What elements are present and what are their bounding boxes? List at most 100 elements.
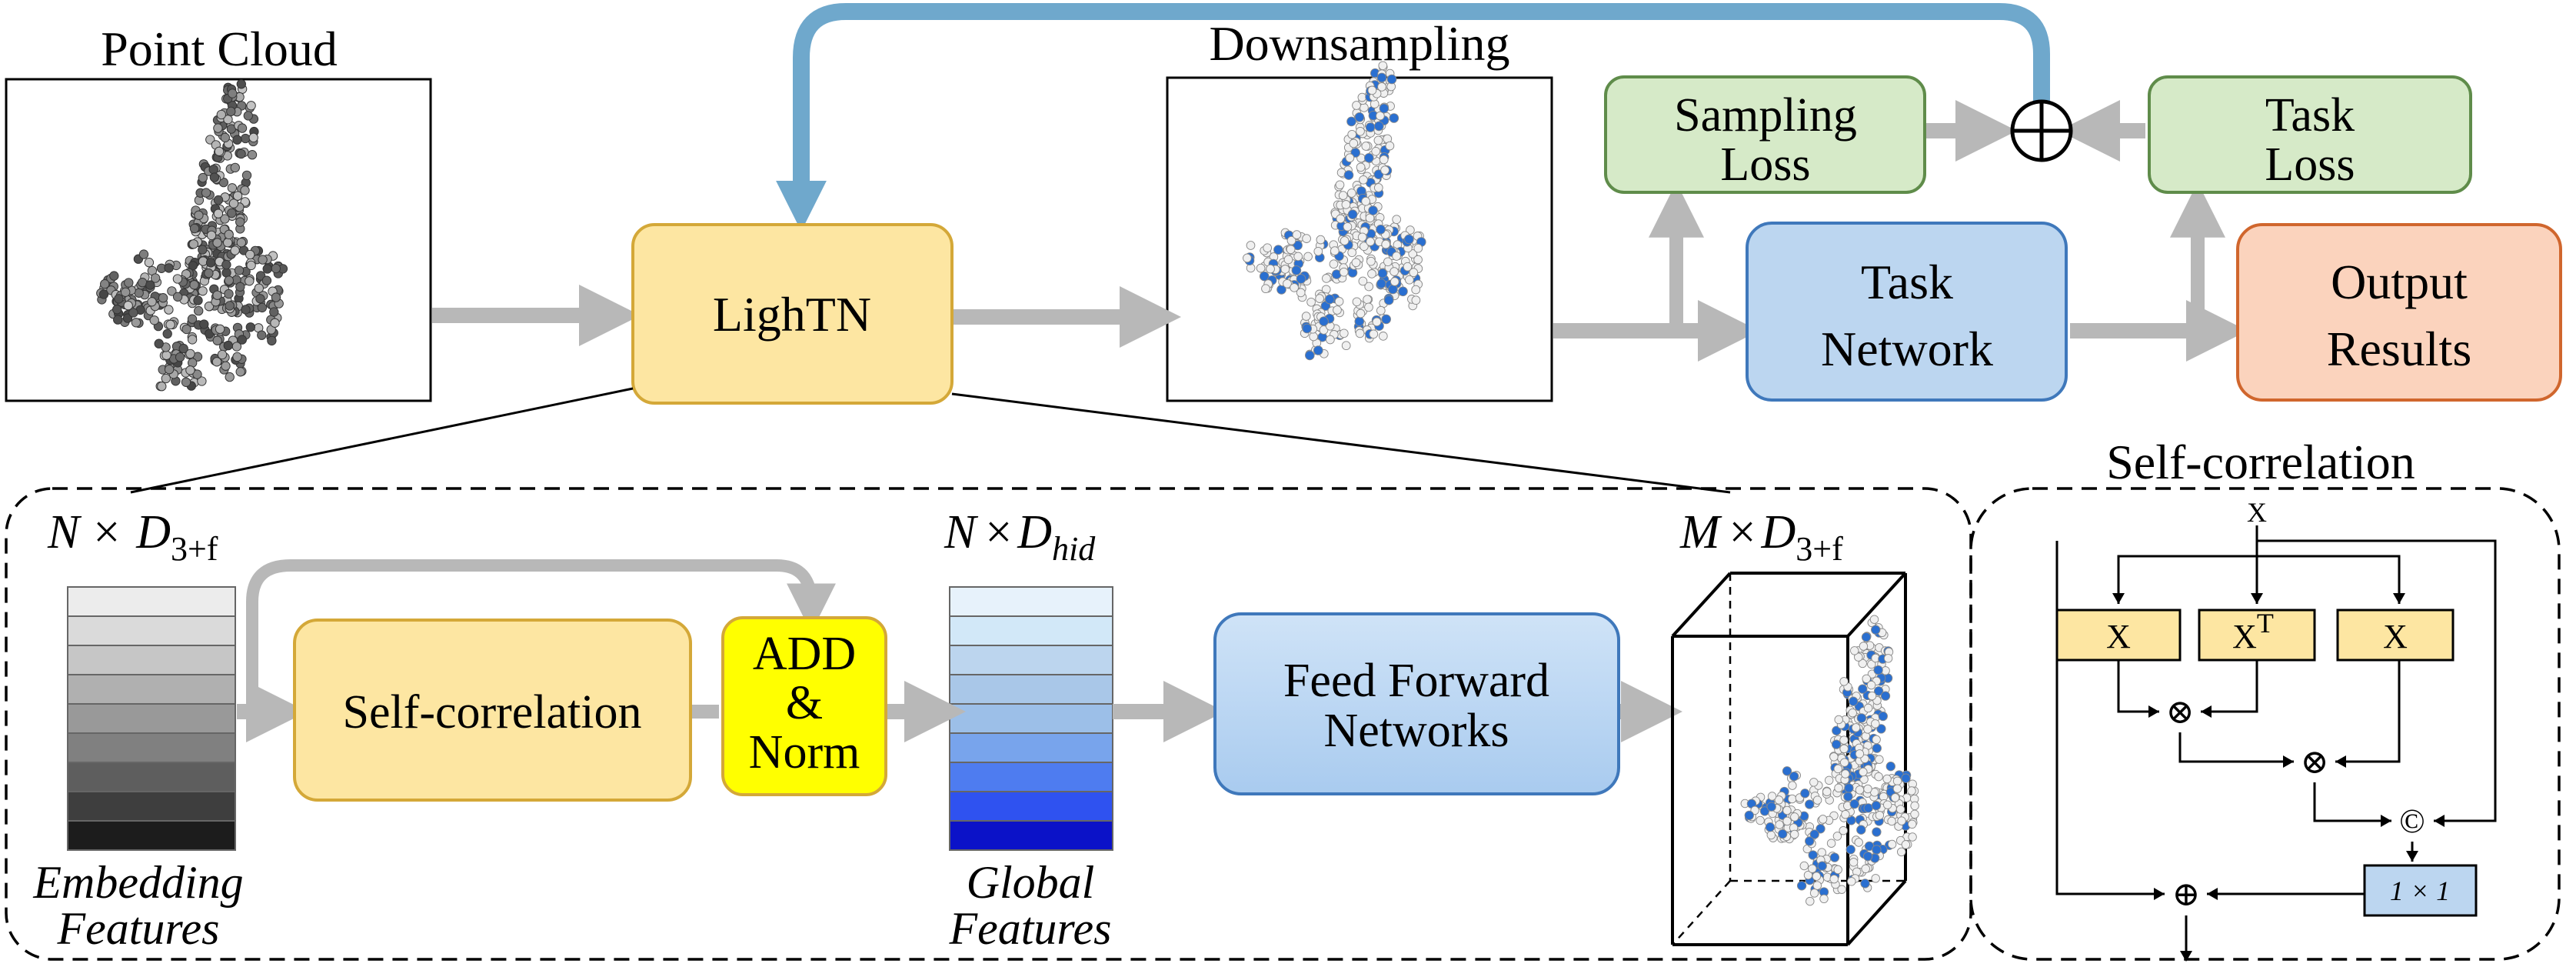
output-results-label-2: Results	[2327, 322, 2471, 376]
point	[1315, 294, 1324, 303]
point	[270, 318, 280, 328]
point	[188, 239, 198, 249]
point	[1305, 350, 1315, 361]
embedding-caption-1: Embedding	[32, 857, 243, 908]
point	[1826, 839, 1836, 848]
point	[165, 319, 175, 330]
point	[145, 280, 155, 290]
point	[1839, 735, 1849, 745]
point	[1379, 155, 1389, 165]
sampling-loss-box	[1604, 75, 1926, 194]
point	[1376, 278, 1386, 289]
embedding-feature-row	[67, 791, 236, 822]
point	[1381, 239, 1391, 249]
feed-forward-label-2: Networks	[1323, 705, 1509, 757]
point	[189, 280, 199, 290]
point	[1406, 225, 1415, 235]
point	[1361, 196, 1370, 206]
point	[1340, 236, 1350, 245]
point	[1829, 752, 1839, 762]
point	[230, 245, 240, 255]
point	[1895, 805, 1905, 814]
point	[201, 188, 211, 198]
point	[1347, 248, 1357, 258]
point	[1378, 61, 1388, 71]
point	[1356, 126, 1365, 136]
point	[1863, 725, 1872, 734]
point	[1301, 312, 1311, 321]
point	[1817, 861, 1827, 871]
point	[1765, 822, 1776, 832]
point	[1405, 275, 1414, 285]
global-feature-row	[949, 762, 1113, 792]
feedback-arrow	[776, 2, 2050, 232]
point	[1837, 885, 1846, 894]
point	[1774, 795, 1784, 805]
point	[1383, 257, 1393, 267]
point	[1385, 141, 1395, 151]
point	[1364, 282, 1374, 292]
point	[1824, 775, 1834, 785]
point	[1756, 815, 1765, 825]
point	[1812, 872, 1822, 881]
point	[1782, 816, 1792, 826]
point	[192, 369, 202, 379]
point	[1373, 169, 1384, 179]
point	[1778, 829, 1788, 839]
point	[172, 292, 183, 302]
point	[1369, 329, 1379, 339]
point	[232, 352, 242, 362]
point	[1855, 785, 1865, 795]
point	[181, 324, 191, 335]
output-results-label-1: Output	[2331, 255, 2468, 309]
point	[1347, 209, 1358, 220]
point	[1357, 92, 1367, 102]
point	[1849, 646, 1859, 655]
point	[1887, 839, 1897, 849]
point	[172, 274, 183, 284]
point	[1366, 256, 1376, 266]
point	[1256, 263, 1266, 273]
add-norm-box	[721, 616, 887, 796]
point	[1316, 235, 1326, 245]
point	[1859, 767, 1868, 777]
point	[1867, 691, 1877, 701]
zoom-line-right	[951, 392, 1731, 494]
output-point-cloud-image	[1740, 615, 1919, 906]
embedding-caption-2: Features	[56, 903, 219, 954]
point	[205, 258, 216, 268]
point	[194, 210, 204, 220]
point	[1363, 295, 1372, 305]
point	[1333, 305, 1342, 315]
point	[213, 123, 223, 133]
add-norm-label-2: &	[786, 677, 823, 729]
point	[1855, 749, 1865, 759]
point	[1373, 135, 1383, 145]
point	[206, 230, 217, 241]
point	[1876, 724, 1886, 734]
point	[1767, 792, 1777, 801]
point	[1841, 809, 1850, 819]
point	[1411, 295, 1421, 305]
point	[1286, 235, 1296, 245]
point	[1377, 82, 1386, 92]
point	[187, 335, 198, 345]
point	[1296, 288, 1306, 298]
point	[1847, 877, 1856, 886]
point	[138, 249, 149, 259]
point	[1334, 297, 1344, 306]
point	[227, 208, 237, 218]
point	[1380, 165, 1390, 175]
point	[1872, 735, 1881, 745]
point	[1366, 237, 1375, 246]
sc-multiply-2-icon: ⊗	[2301, 743, 2329, 781]
point	[1880, 691, 1891, 701]
task-loss-label-2: Loss	[2265, 138, 2355, 191]
point	[1861, 864, 1870, 874]
point	[208, 165, 218, 175]
global-feature-row	[949, 645, 1113, 675]
sc-x-transpose-box	[2198, 609, 2316, 662]
sc-wires	[2055, 525, 2497, 952]
point	[1329, 259, 1339, 269]
global-caption-1: Global	[967, 857, 1095, 908]
